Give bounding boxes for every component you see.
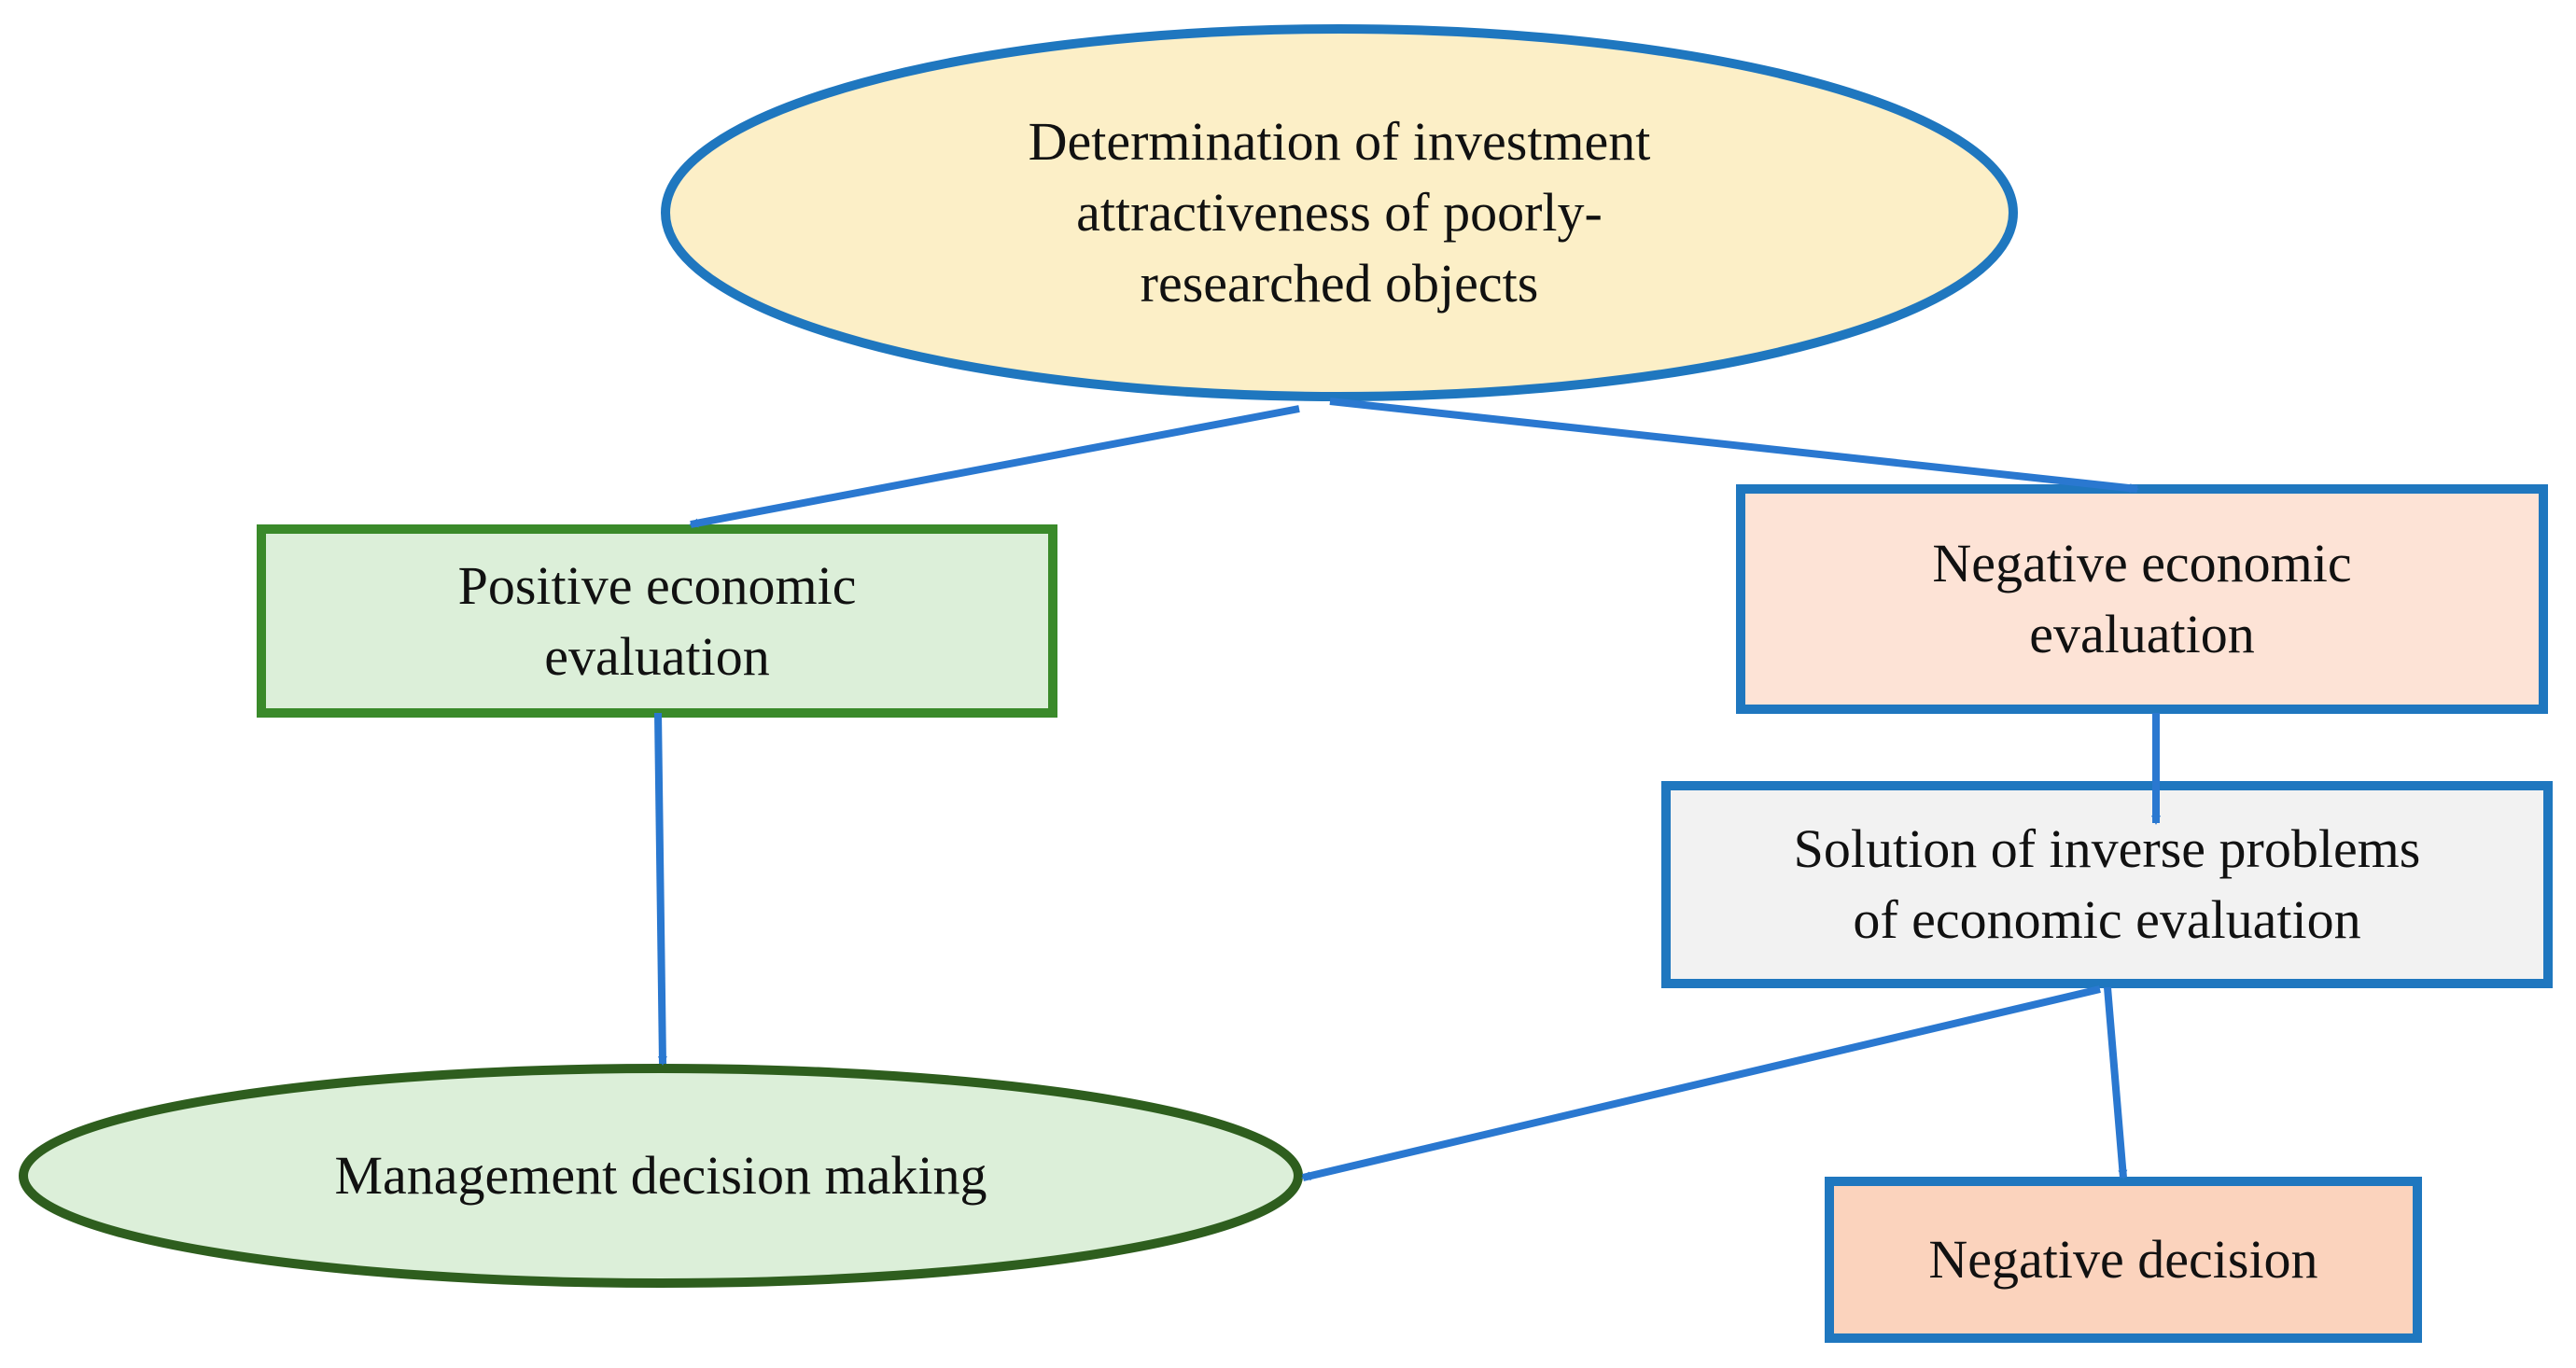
inverse-node-label: Solution of inverse problems of economic… [1793,818,2421,950]
management-node-label: Management decision making [334,1145,987,1206]
positive-evaluation-box [257,524,1057,718]
negative-decision-box [1825,1177,2422,1343]
arrow-top-to-positive [689,405,1300,528]
arrow-inverse-to-neg_decision [2104,986,2128,1180]
negative-node-label: Negative economic evaluation [1932,533,2352,664]
arrow-positive-to-management [654,712,667,1066]
negative-evaluation-box [1736,484,2548,714]
management-decision-ellipse [19,1064,1303,1288]
arrows-group [654,398,2161,1181]
arrow-inverse-to-management [1301,985,2101,1181]
top-node-label: Determination of investment attractivene… [1028,111,1651,314]
arrow-top-to-negative [1329,398,2139,494]
negative-decision-node-label: Negative decision [1928,1229,2318,1290]
inverse-problems-box [1661,781,2553,988]
positive-node-label: Positive economic evaluation [457,554,857,687]
top-ellipse [661,24,2018,401]
